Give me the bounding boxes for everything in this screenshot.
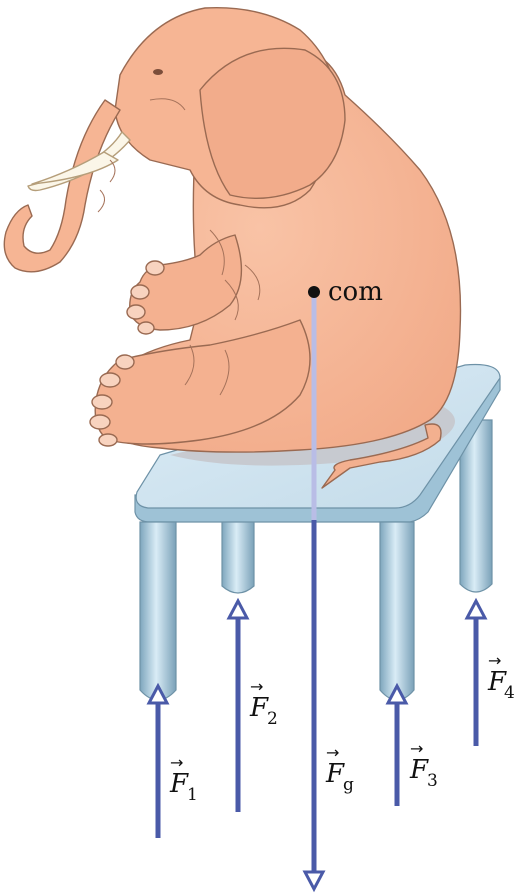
force-arrow-f2: [226, 597, 250, 812]
vector-mark: →: [170, 753, 183, 772]
elephant: [3, 6, 462, 489]
stool-legs-front: [139, 521, 415, 701]
force-symbol: F: [409, 755, 429, 785]
com-label: com: [328, 277, 383, 307]
force-arrow-f3: [385, 682, 409, 806]
force-label-f1: → F 1: [169, 753, 198, 805]
force-arrow-f4: [464, 597, 488, 746]
elephant-upper-toes: [126, 260, 165, 335]
elephant-wrinkles: [97, 98, 261, 396]
elephant-hind-leg: [94, 319, 311, 445]
force-arrow-fg: [302, 520, 326, 893]
force-label-f4: → F 4: [487, 651, 515, 703]
elephant-eye: [153, 69, 163, 75]
force-subscript: 1: [187, 785, 198, 805]
vector-mark: →: [488, 651, 501, 670]
elephant-trunk: [3, 99, 121, 273]
force-subscript: 3: [427, 771, 438, 791]
stool-legs-back: [221, 419, 493, 594]
force-subscript: g: [343, 775, 354, 795]
force-label-fg: → F g: [325, 743, 354, 795]
force-label-f2: → F 2: [249, 677, 278, 729]
vector-mark: →: [410, 739, 423, 758]
elephant-lower-toes: [89, 354, 135, 447]
force-symbol: F: [325, 759, 345, 789]
vector-mark: →: [326, 743, 339, 762]
force-label-f3: → F 3: [409, 739, 438, 791]
elephant-ear: [199, 47, 346, 199]
force-arrow-f1: [146, 682, 170, 838]
stool-leg-back-left: [221, 504, 255, 594]
force-symbol: F: [169, 769, 189, 799]
vector-mark: →: [250, 677, 263, 696]
center-of-mass-dot: [308, 286, 320, 298]
stool-leg-back-right: [459, 419, 493, 593]
elephant-tusk-2: [31, 151, 119, 185]
elephant-front-arm: [129, 234, 243, 331]
elephant-tail: [321, 423, 442, 489]
force-symbol: F: [487, 667, 507, 697]
force-subscript: 4: [504, 683, 515, 703]
force-symbol: F: [249, 693, 269, 723]
force-subscript: 2: [267, 709, 278, 729]
stool-leg-front-right: [379, 521, 415, 701]
stool-leg-front-left: [139, 521, 177, 701]
